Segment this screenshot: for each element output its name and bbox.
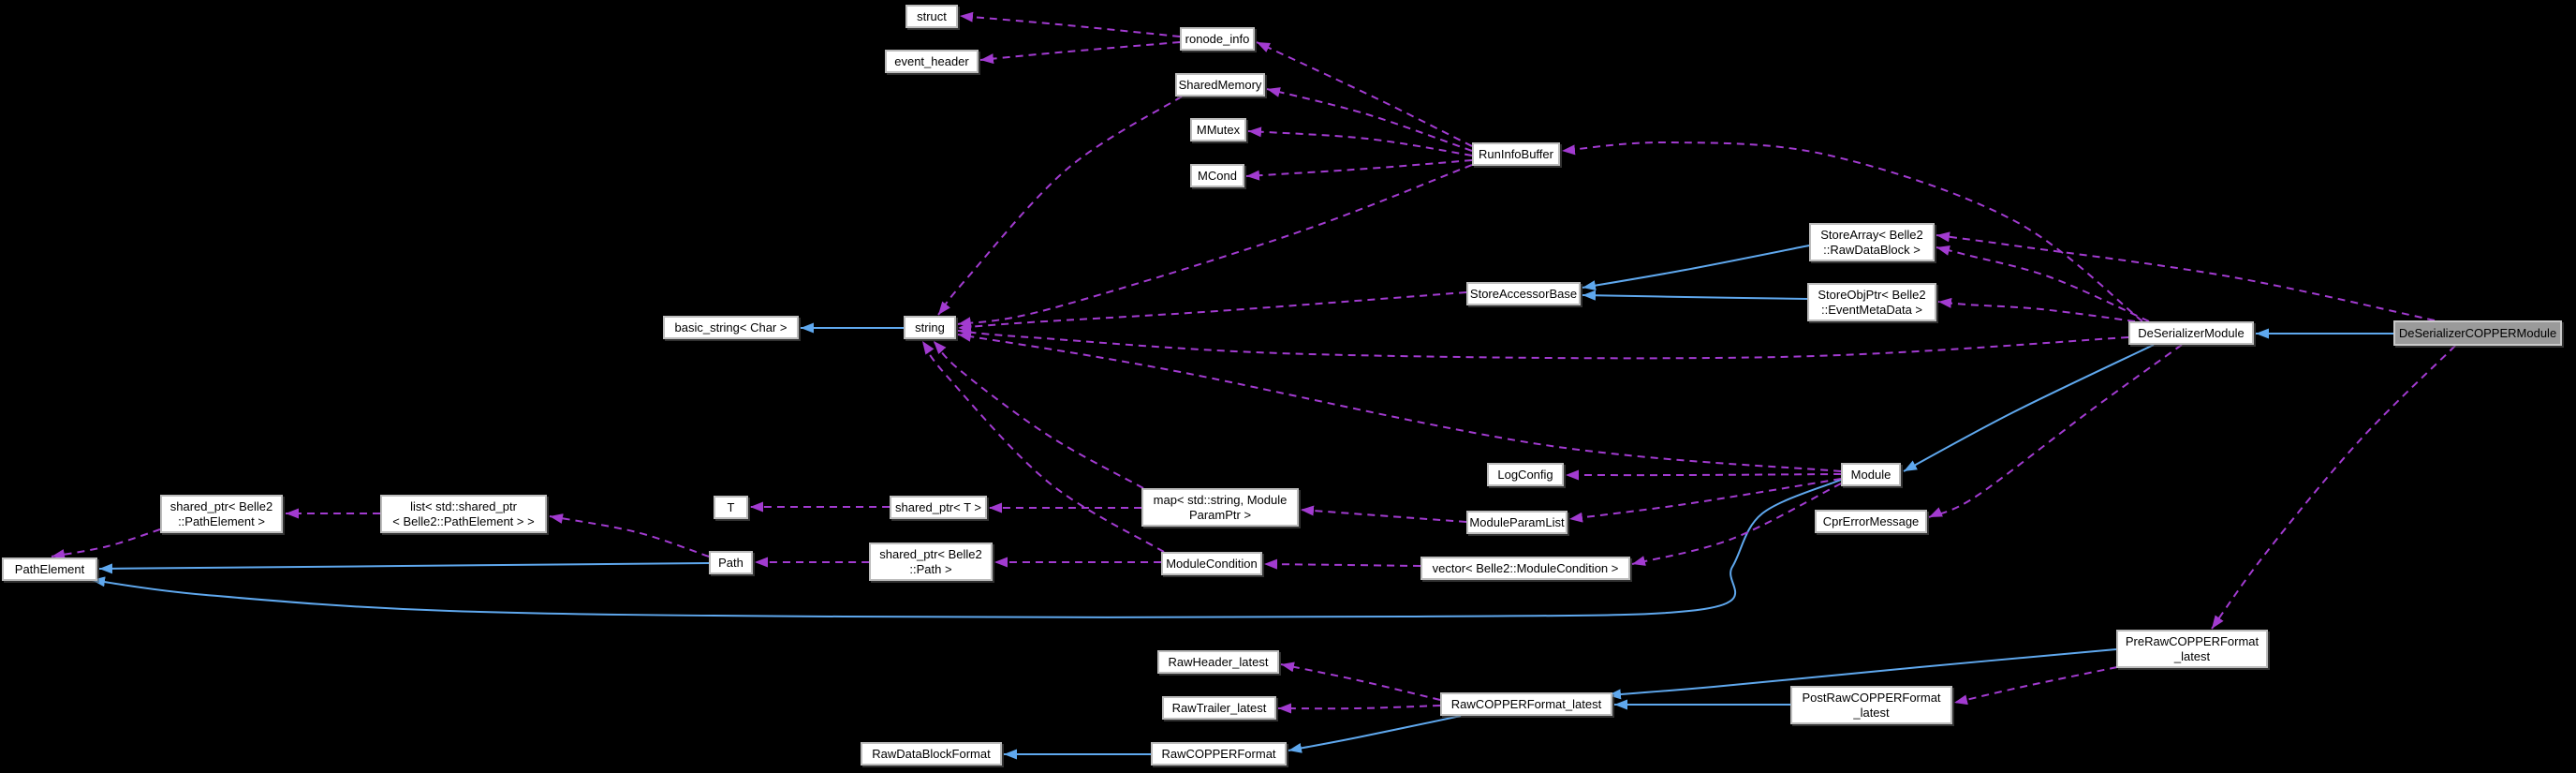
node-StoreAccessorBase[interactable]: StoreAccessorBase [1466, 282, 1581, 305]
edge-DeSerializerCOPPERModule-to-StoreArray_RawDataBlock [1936, 231, 2436, 321]
edge-vector_ModuleCondition-to-ModuleCondition [1263, 558, 1421, 570]
node-RawCOPPERFormat_latest[interactable]: RawCOPPERFormat_latest [1440, 692, 1612, 716]
node-Module[interactable]: Module [1841, 463, 1901, 486]
node-PreRawCOPPERFormat_latest[interactable]: PreRawCOPPERFormat _latest [2116, 630, 2268, 668]
edge-RawCOPPERFormat_latest-to-RawTrailer_latest [1277, 703, 1441, 714]
node-LogConfig[interactable]: LogConfig [1487, 463, 1564, 486]
node-DeSerializerCOPPERModule: DeSerializerCOPPERModule [2393, 320, 2562, 346]
edge-RunInfoBuffer-to-SharedMemory [1266, 87, 1473, 152]
edge-SharedMemory-to-string [937, 96, 1183, 316]
node-MCond[interactable]: MCond [1190, 164, 1244, 187]
edge-PreRawCOPPERFormat_latest-to-RawCOPPERFormat_latest [1607, 648, 2117, 700]
node-RawCOPPERFormat[interactable]: RawCOPPERFormat [1151, 742, 1287, 766]
node-shared_ptr_Path[interactable]: shared_ptr< Belle2 ::Path > [869, 543, 993, 581]
edge-StoreObjPtr_EventMetaData-to-StoreAccessorBase [1582, 290, 1808, 301]
edge-ModuleCondition-to-string [921, 340, 1165, 553]
edge-PreRawCOPPERFormat_latest-to-PostRawCOPPERFormat_latest [1953, 666, 2118, 706]
node-event_header[interactable]: event_header [885, 50, 979, 73]
node-PostRawCOPPERFormat_latest[interactable]: PostRawCOPPERFormat _latest [1790, 686, 1952, 724]
edge-Module-to-PathElement [91, 479, 1842, 618]
edge-ModuleParamList-to-map_ModuleParamPtr [1300, 505, 1467, 523]
node-SharedMemory[interactable]: SharedMemory [1175, 73, 1265, 97]
node-ModuleCondition[interactable]: ModuleCondition [1161, 552, 1262, 575]
node-string[interactable]: string [904, 316, 956, 339]
edge-Module-to-string [957, 331, 1842, 472]
node-list_shared_ptr_PathElement[interactable]: list< std::shared_ptr < Belle2::PathElem… [380, 495, 547, 533]
edge-RunInfoBuffer-to-ronode_info [1256, 41, 1473, 147]
edge-DeSerializerModule-to-string [957, 326, 2129, 360]
edge-RunInfoBuffer-to-string [957, 164, 1473, 328]
edge-DeSerializerModule-to-StoreArray_RawDataBlock [1936, 245, 2150, 322]
node-ronode_info[interactable]: ronode_info [1180, 27, 1255, 51]
edge-RunInfoBuffer-to-MMutex [1247, 126, 1473, 156]
node-RunInfoBuffer[interactable]: RunInfoBuffer [1472, 142, 1560, 166]
node-MMutex[interactable]: MMutex [1190, 118, 1246, 141]
node-DeSerializerModule[interactable]: DeSerializerModule [2128, 321, 2254, 345]
node-basic_string_Char[interactable]: basic_string< Char > [663, 316, 799, 339]
edge-DeSerializerModule-to-Module [1903, 344, 2155, 472]
edge-Module-to-LogConfig [1565, 469, 1842, 481]
edge-ronode_info-to-event_header [979, 41, 1181, 65]
node-struct[interactable]: struct [905, 5, 958, 28]
node-vector_ModuleCondition[interactable]: vector< Belle2::ModuleCondition > [1420, 557, 1630, 580]
node-T[interactable]: T [714, 496, 748, 519]
node-RawTrailer_latest[interactable]: RawTrailer_latest [1162, 696, 1276, 720]
edge-Path-to-list_shared_ptr_PathElement [549, 513, 710, 557]
edge-Path-to-PathElement [98, 562, 710, 574]
node-StoreArray_RawDataBlock[interactable]: StoreArray< Belle2 ::RawDataBlock > [1809, 223, 1935, 261]
node-PathElement[interactable]: PathElement [2, 557, 97, 581]
edge-DeSerializerModule-to-StoreObjPtr_EventMetaData [1937, 297, 2136, 322]
edge-Module-to-ModuleParamList [1568, 478, 1842, 523]
edge-map_ModuleParamPtr-to-string [933, 340, 1144, 489]
node-shared_ptr_PathElement[interactable]: shared_ptr< Belle2 ::PathElement > [160, 495, 283, 533]
node-StoreObjPtr_EventMetaData[interactable]: StoreObjPtr< Belle2 ::EventMetaData > [1807, 283, 1936, 321]
edge-RunInfoBuffer-to-MCond [1245, 159, 1473, 181]
node-CprErrorMessage[interactable]: CprErrorMessage [1815, 510, 1927, 533]
edge-RawCOPPERFormat_latest-to-RawCOPPERFormat [1288, 715, 1462, 753]
edge-RawCOPPERFormat_latest-to-RawHeader_latest [1280, 662, 1441, 701]
edge-shared_ptr_PathElement-to-PathElement [51, 528, 161, 559]
edge-Module-to-vector_ModuleCondition [1631, 483, 1842, 566]
node-Path[interactable]: Path [709, 551, 753, 574]
edge-DeSerializerModule-to-CprErrorMessage [1928, 344, 2183, 518]
edge-ronode_info-to-struct [959, 11, 1181, 37]
node-ModuleParamList[interactable]: ModuleParamList [1466, 511, 1568, 534]
node-RawDataBlockFormat[interactable]: RawDataBlockFormat [861, 742, 1002, 766]
edge-StoreArray_RawDataBlock-to-StoreAccessorBase [1582, 245, 1810, 291]
node-shared_ptr_T[interactable]: shared_ptr< T > [890, 496, 987, 519]
edge-DeSerializerModule-to-RunInfoBuffer [1561, 141, 2143, 322]
node-map_ModuleParamPtr[interactable]: map< std::string, Module ParamPtr > [1141, 488, 1299, 527]
edge-DeSerializerCOPPERModule-to-PreRawCOPPERFormat_latest [2211, 345, 2456, 630]
node-RawHeader_latest[interactable]: RawHeader_latest [1157, 650, 1279, 674]
edge-StoreAccessorBase-to-string [957, 291, 1467, 333]
